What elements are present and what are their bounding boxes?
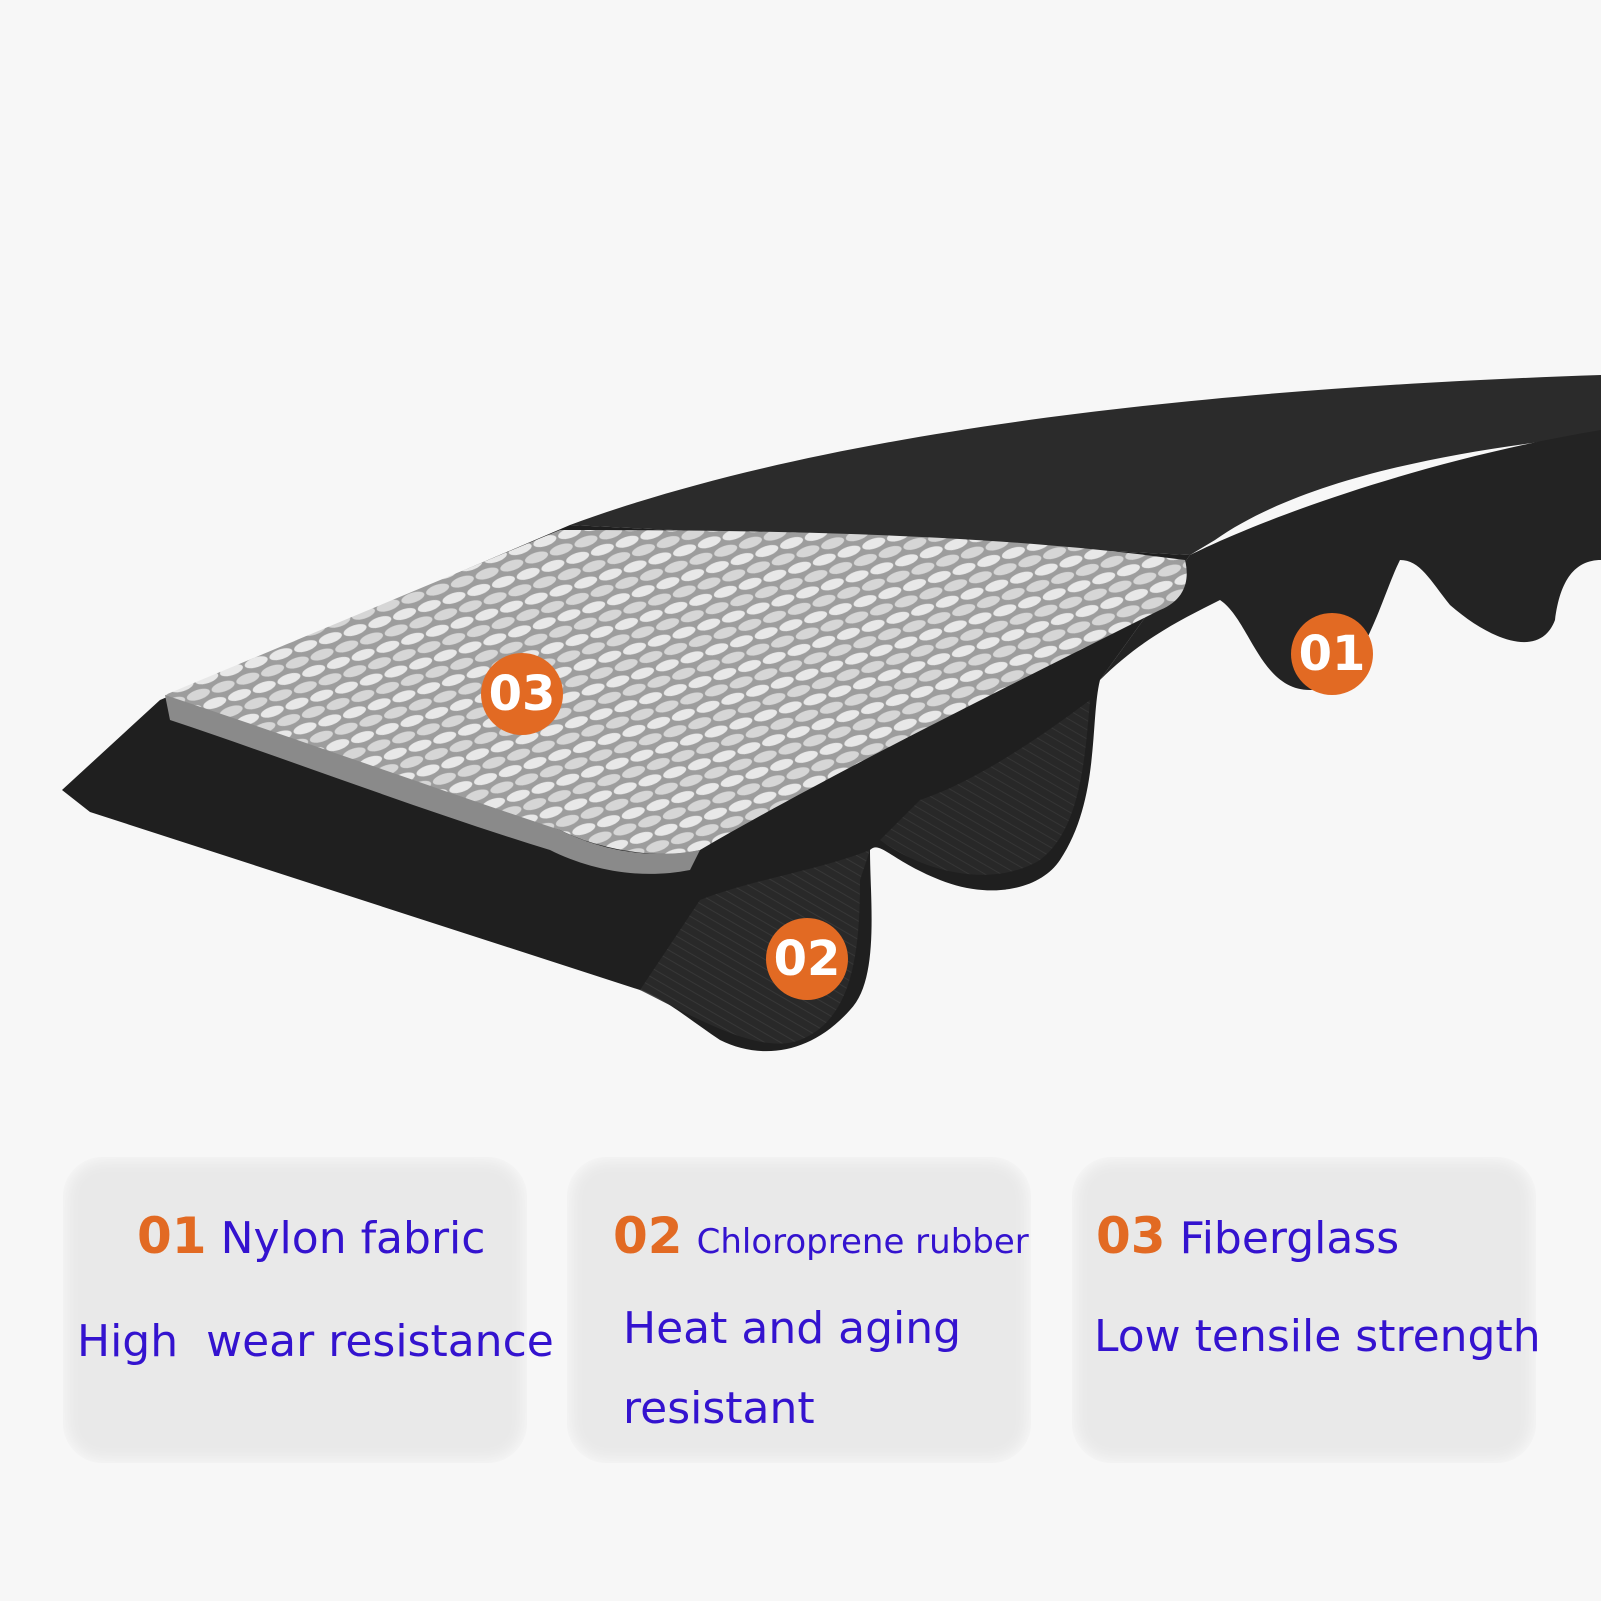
tooth-fabric-face-2 bbox=[880, 700, 1090, 875]
card-title: 01 Nylon fabric bbox=[137, 1207, 485, 1265]
timing-belt-cutaway-illustration: 03 01 02 bbox=[62, 375, 1601, 1052]
card-title-text: Nylon fabric bbox=[220, 1213, 486, 1264]
belt-back-surface bbox=[570, 375, 1601, 555]
card-number: 01 bbox=[137, 1207, 207, 1265]
svg-text:02: 02 bbox=[774, 931, 841, 987]
card-number: 02 bbox=[613, 1207, 683, 1265]
marker-01: 01 bbox=[1291, 613, 1373, 695]
marker-03: 03 bbox=[481, 653, 563, 735]
feature-card-nylon-fabric: 01 Nylon fabric High wear resistance bbox=[63, 1157, 554, 1463]
card-number: 03 bbox=[1096, 1207, 1166, 1265]
svg-text:01: 01 bbox=[1299, 626, 1366, 682]
feature-card-fiberglass: 03 Fiberglass Low tensile strength bbox=[1072, 1157, 1541, 1463]
card-description: High wear resistance bbox=[77, 1316, 554, 1367]
fiberglass-cord-layer bbox=[165, 530, 1187, 854]
belt-teeth-right bbox=[1100, 430, 1601, 690]
feature-card-chloroprene-rubber: 02 Chloroprene rubber Heat and aging resi… bbox=[567, 1157, 1031, 1463]
card-description: Heat and aging resistant bbox=[623, 1303, 962, 1434]
card-description: Low tensile strength bbox=[1094, 1311, 1541, 1362]
marker-02: 02 bbox=[766, 918, 848, 1000]
card-title: 03 Fiberglass bbox=[1096, 1207, 1399, 1265]
card-title: 02 Chloroprene rubber bbox=[613, 1207, 1029, 1265]
fiberglass-cord-edge bbox=[165, 695, 700, 874]
card-title-text: Chloroprene rubber bbox=[696, 1222, 1029, 1262]
svg-text:03: 03 bbox=[489, 666, 556, 722]
card-title-text: Fiberglass bbox=[1179, 1213, 1400, 1264]
